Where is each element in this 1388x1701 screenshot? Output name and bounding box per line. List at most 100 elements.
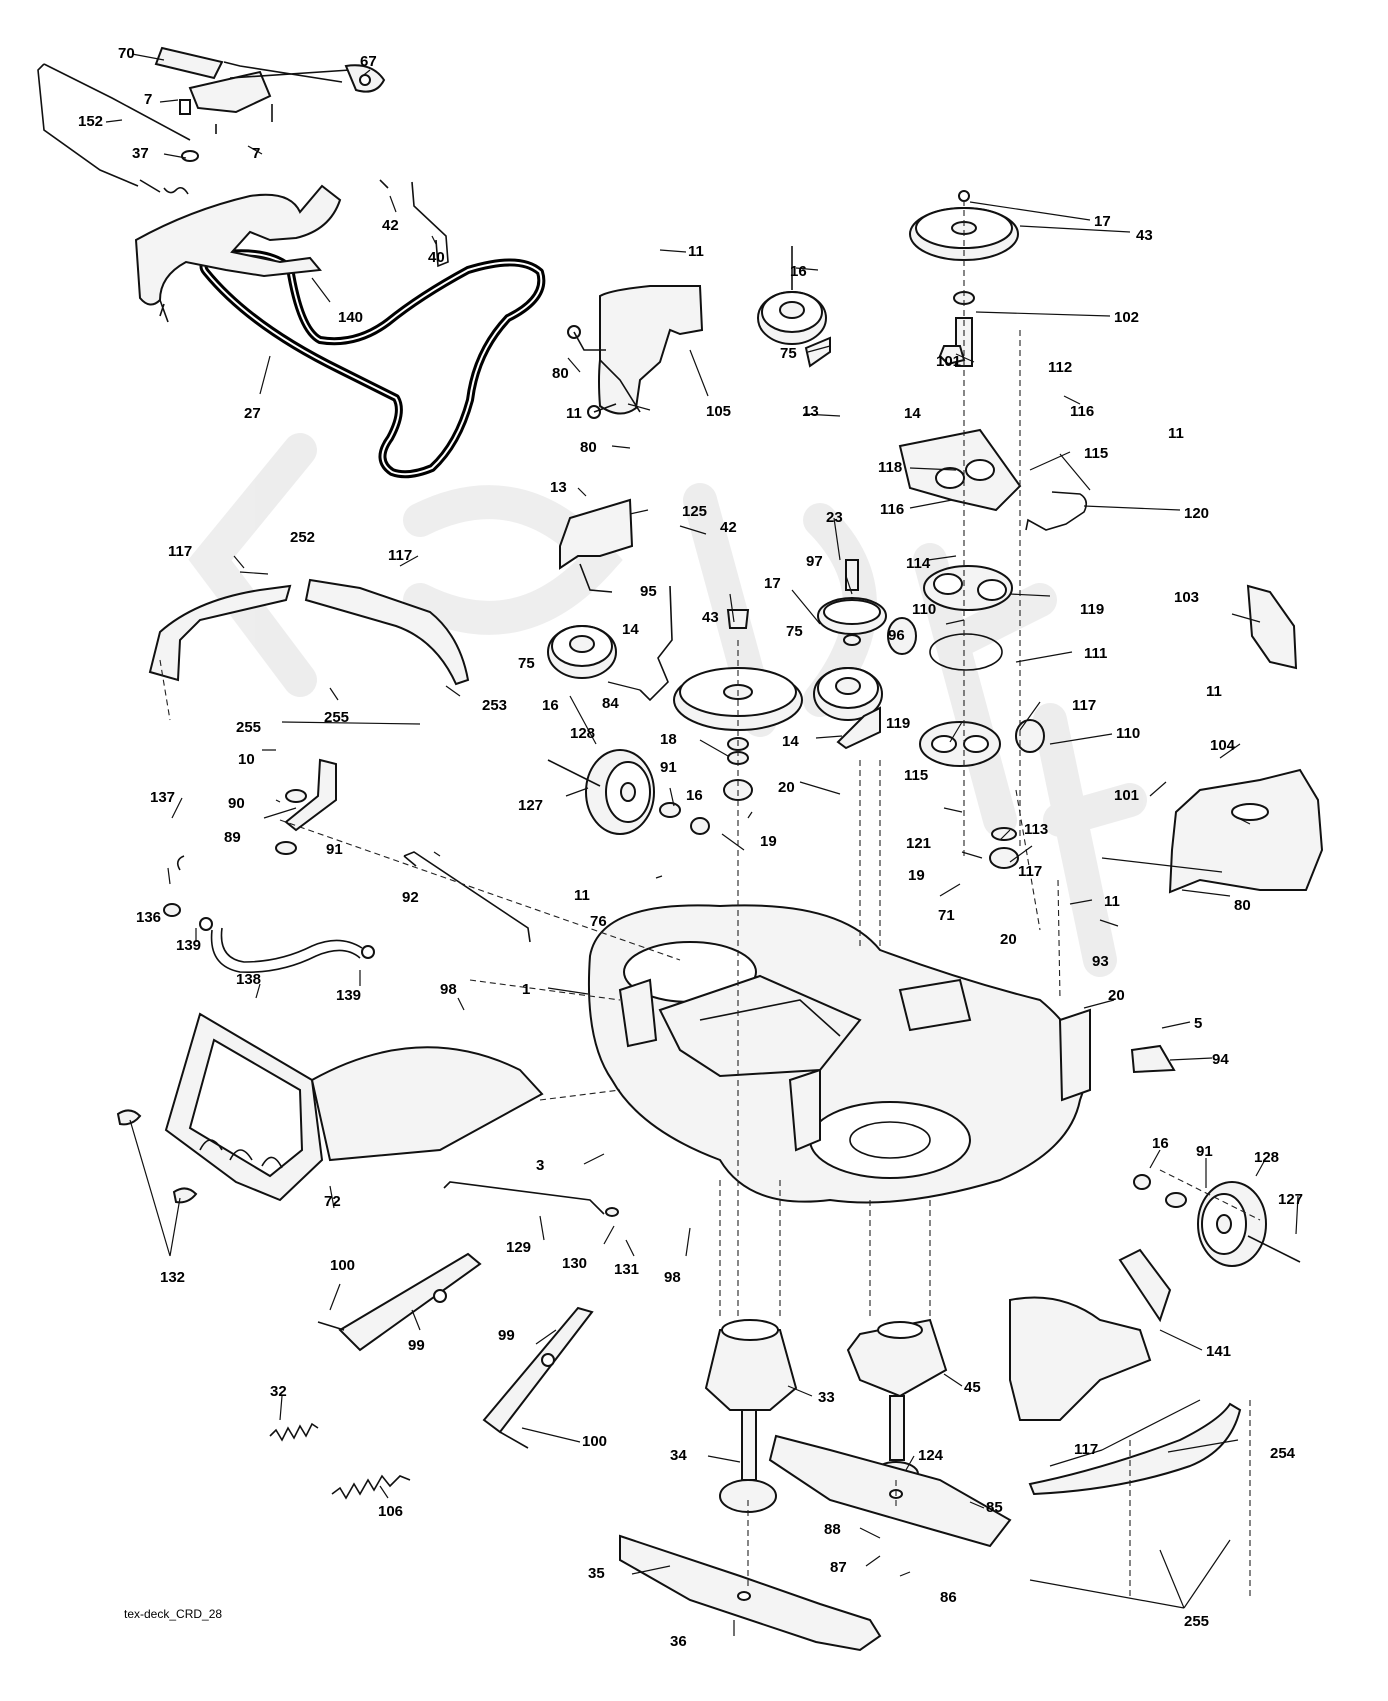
callout-121: 121	[906, 835, 931, 852]
callout-87: 87	[830, 1559, 847, 1576]
callout-138: 138	[236, 971, 261, 988]
bracket-84	[639, 585, 673, 702]
callout-42: 42	[382, 217, 399, 234]
callout-76: 76	[590, 913, 607, 930]
callout-11: 11	[1168, 425, 1184, 442]
shield-103	[1246, 584, 1298, 670]
callout-117: 117	[1074, 1441, 1098, 1458]
callout-102: 102	[1114, 309, 1139, 326]
spring-32	[269, 1422, 319, 1442]
callout-20: 20	[1000, 931, 1017, 948]
callout-117: 117	[388, 547, 412, 564]
callout-80: 80	[1234, 897, 1251, 914]
callout-11: 11	[566, 405, 582, 422]
deck-lift-linkage	[37, 46, 386, 195]
bracket-89	[275, 758, 337, 855]
callout-84: 84	[602, 695, 619, 712]
deflector-clips-132	[116, 1109, 198, 1204]
callout-113: 113	[1024, 821, 1048, 838]
callout-72: 72	[324, 1193, 341, 1210]
callout-130: 130	[562, 1255, 587, 1272]
callout-71: 71	[938, 907, 955, 924]
bracket-40	[379, 179, 449, 268]
callout-11: 11	[574, 887, 590, 904]
callout-117: 117	[1072, 697, 1096, 714]
callout-152: 152	[78, 113, 103, 130]
callout-20: 20	[778, 779, 795, 796]
callout-104: 104	[1210, 737, 1236, 754]
callout-10: 10	[238, 751, 255, 768]
callout-128: 128	[1254, 1149, 1279, 1166]
lift-arm-99-upper	[317, 1252, 482, 1352]
baffle-254	[1028, 1402, 1242, 1496]
callout-75: 75	[786, 623, 803, 640]
gear-119-upper	[887, 565, 1013, 671]
callout-16: 16	[542, 697, 559, 714]
callout-16: 16	[790, 263, 807, 280]
callout-75: 75	[518, 655, 535, 672]
callout-255: 255	[324, 709, 349, 726]
callout-140: 140	[338, 309, 363, 326]
spindle-33	[704, 1319, 798, 1513]
callout-leader-lines	[105, 53, 1299, 1636]
callout-118: 118	[878, 459, 902, 476]
belt-guide-140	[134, 184, 342, 323]
callout-18: 18	[660, 731, 677, 748]
callout-20: 20	[1108, 987, 1125, 1004]
callout-43: 43	[702, 609, 719, 626]
callout-255: 255	[1184, 1613, 1209, 1630]
callout-117: 117	[168, 543, 192, 560]
pulley-97	[813, 559, 887, 750]
callout-128: 128	[570, 725, 595, 742]
bracket-125	[559, 498, 634, 593]
callout-85: 85	[986, 1499, 1003, 1516]
callout-111: 111	[1084, 645, 1107, 662]
callout-36: 36	[670, 1633, 687, 1650]
callout-16: 16	[686, 787, 703, 804]
rod-92	[403, 851, 531, 943]
drawing-code-label: tex-deck_CRD_28	[124, 1607, 222, 1621]
callout-137: 137	[150, 789, 175, 806]
callout-11: 11	[688, 243, 704, 260]
callout-101: 101	[1114, 787, 1139, 804]
blade-35	[619, 1534, 882, 1652]
callout-114: 114	[906, 555, 931, 572]
drive-belt	[199, 249, 546, 479]
callout-1: 1	[522, 981, 530, 998]
gearbox-bracket-118	[898, 428, 1088, 531]
gauge-wheel-128-right	[1133, 1174, 1301, 1267]
callout-7: 7	[144, 91, 152, 108]
baffle-141	[1009, 1248, 1172, 1421]
callout-116: 116	[1070, 403, 1094, 420]
callout-94: 94	[1212, 1051, 1229, 1068]
callout-89: 89	[224, 829, 241, 846]
callout-98: 98	[664, 1269, 681, 1286]
callout-14: 14	[622, 621, 639, 638]
callout-34: 34	[670, 1447, 687, 1464]
callout-90: 90	[228, 795, 245, 812]
idler-pulley-75-left	[547, 625, 617, 679]
watermark-graphic	[188, 433, 1147, 977]
idler-pulley-75-upper	[757, 246, 831, 368]
callout-88: 88	[824, 1521, 841, 1538]
callout-101: 101	[936, 353, 961, 370]
callout-131: 131	[614, 1261, 639, 1278]
callout-16: 16	[1152, 1135, 1169, 1152]
lift-arm-99-lower	[482, 1306, 594, 1449]
callout-103: 103	[1174, 589, 1199, 606]
callout-70: 70	[118, 45, 135, 62]
callout-42: 42	[720, 519, 737, 536]
callout-75: 75	[780, 345, 797, 362]
callout-100: 100	[582, 1433, 607, 1450]
callout-13: 13	[802, 403, 819, 420]
callout-127: 127	[518, 797, 543, 814]
callout-97: 97	[806, 553, 823, 570]
callout-17: 17	[1094, 213, 1111, 230]
callout-127: 127	[1278, 1191, 1303, 1208]
callout-23: 23	[826, 509, 843, 526]
callout-96: 96	[888, 627, 905, 644]
callout-119: 119	[886, 715, 910, 732]
callout-99: 99	[408, 1337, 425, 1354]
callout-98: 98	[440, 981, 457, 998]
